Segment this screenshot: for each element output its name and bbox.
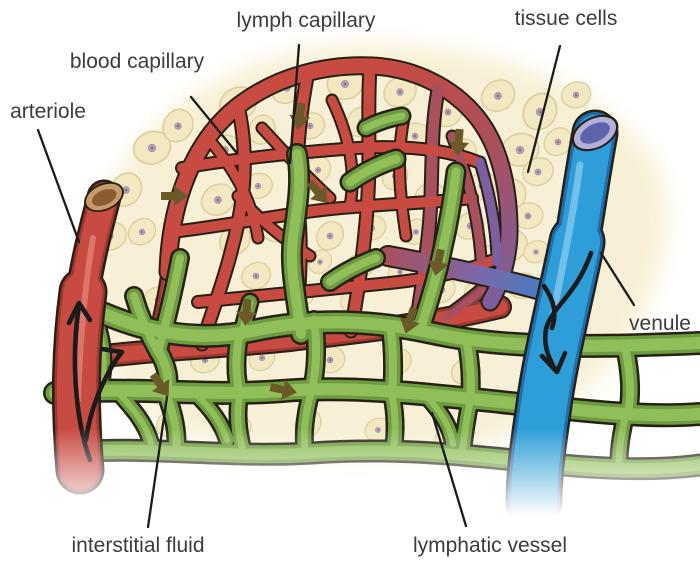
interstitial-fluid-arrows [149,102,469,401]
tissue-cell [383,75,417,108]
tissue-cell [523,240,549,264]
label-interstitial-fluid: interstitial fluid [71,534,204,557]
labels: lymph capillary tissue cells blood capil… [10,7,691,557]
fluid-arrow-icon [269,379,297,401]
fluid-arrow-icon [149,372,170,397]
tissue-cell [315,220,345,251]
pointer-line-lymphatic-vessel [430,411,468,528]
pointer-line-arteriole [36,128,81,244]
label-lymph-capillary: lymph capillary [237,9,376,32]
fluid-arrow-icon [289,102,311,130]
label-tissue-cells: tissue cells [515,7,618,30]
venule-opening [571,114,619,152]
tissue-cell [127,217,157,246]
fluid-arrow-icon [448,128,469,156]
arteriole-opening [84,181,124,213]
label-pointer-lines [36,43,636,529]
venule-flow-arrowhead-icon [539,350,568,375]
fluid-arrow-icon [427,248,449,276]
tissue-cell [132,130,172,165]
tissue-cell [480,79,516,112]
tissue-cell [560,81,592,109]
fluid-arrow-icon [399,306,420,334]
arteriole-flow-arrowhead-icon [66,300,93,326]
tissue-cell [162,108,194,143]
bottom-fade [0,428,700,520]
arteriole-branch-flow-arrowhead-icon [99,346,125,371]
pointer-line-interstitial-fluid [146,395,169,529]
tissue-cell [200,183,236,216]
bottom-white [0,516,700,568]
label-arteriole: arteriole [10,100,86,123]
fluid-arrow-icon [161,185,188,207]
venule-flow-merge-tail [541,283,557,331]
tissue-cell [241,261,271,290]
pointer-line-lymph-capillary [288,43,301,165]
pointer-line-venule [599,251,636,307]
pointer-line-blood-capillary [189,95,238,154]
pointer-line-tissue-cells [526,44,562,174]
label-blood-capillary: blood capillary [70,50,205,73]
fluid-arrow-icon [306,179,328,204]
label-venule: venule [629,312,691,335]
label-lymphatic-vessel: lymphatic vessel [413,534,567,557]
fluid-arrow-icon [236,298,257,326]
venule-flow-arrow [543,250,594,374]
